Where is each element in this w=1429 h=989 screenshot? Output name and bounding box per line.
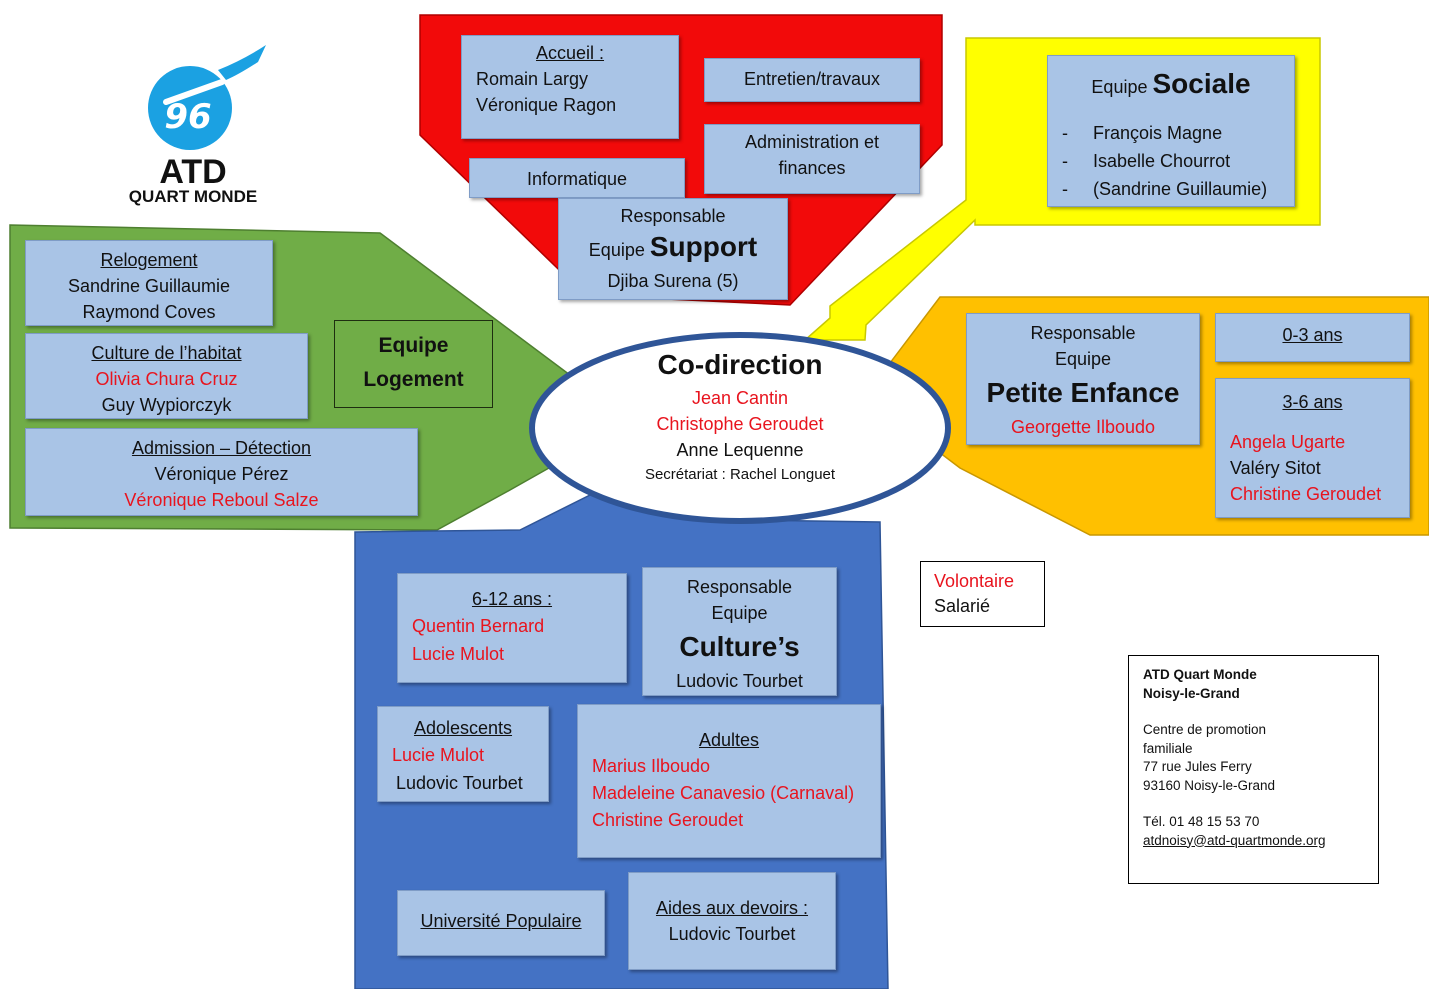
administration-box: Administration et finances [704,124,920,194]
accueil-member: Véronique Ragon [476,95,617,115]
age-3-6-member: Valéry Sitot [1230,458,1321,478]
informatique-label: Informatique [526,169,628,189]
universite-box: Université Populaire [397,890,605,956]
culture-habitat-title: Culture de l’habitat [91,343,242,363]
entretien-box: Entretien/travaux [704,58,920,102]
codirection-member: Christophe Geroudet [656,414,824,434]
cultures-responsable-box: Responsable Equipe Culture’s Ludovic Tou… [642,567,837,696]
age-3-6-member: Angela Ugarte [1230,432,1346,452]
logement-equipe-box: Equipe Logement [334,320,493,408]
adultes-box: Adultes Marius Ilboudo Madeleine Canaves… [577,704,881,858]
accueil-box: Accueil : Romain Largy Véronique Ragon [461,35,679,139]
universite-label: Université Populaire [420,911,582,931]
petite-enfance-responsable-box: Responsable Equipe Petite Enfance George… [966,313,1200,445]
aides-devoirs-box: Aides aux devoirs : Ludovic Tourbet [628,872,836,970]
sociale-equipe-name: Sociale [1152,68,1251,99]
contact-street: 77 rue Jules Ferry [1143,759,1252,774]
adultes-title: Adultes [698,730,760,750]
sociale-member: Isabelle Chourrot [1093,151,1231,171]
petite-enfance-equipe-name: Petite Enfance [986,377,1180,408]
admission-title: Admission – Détection [131,438,312,458]
aides-devoirs-member: Ludovic Tourbet [668,924,796,944]
aides-devoirs-title: Aides aux devoirs : [655,898,809,918]
codirection-ellipse [529,332,951,524]
atd-logo: 96 ATD QUART MONDE [118,40,268,207]
contact-phone: Tél. 01 48 15 53 70 [1143,814,1260,829]
admission-member: Véronique Reboul Salze [124,490,319,510]
contact-city: Noisy-le-Grand [1143,685,1240,701]
contact-card: ATD Quart Monde Noisy-le-Grand Centre de… [1128,655,1379,884]
admission-member: Véronique Pérez [154,464,289,484]
petite-enfance-manager: Georgette Ilboudo [1010,417,1156,437]
logo-name: ATD [159,153,227,191]
codirection-member: Anne Lequenne [676,440,804,460]
adolescents-box: Adolescents Lucie Mulot Ludovic Tourbet [377,706,549,802]
age-6-12-label: 6-12 ans : [471,589,553,609]
adultes-member: Marius Ilboudo [592,756,711,776]
contact-center: Centre de promotion [1143,722,1267,737]
relogement-member: Sandrine Guillaumie [67,276,231,296]
administration-label: finances [778,158,846,178]
legend-salarie: Salarié [934,596,991,616]
adolescents-member: Ludovic Tourbet [396,773,523,793]
bullet-icon: - [1062,151,1068,171]
administration-label: Administration et [744,132,880,152]
relogement-box: Relogement Sandrine Guillaumie Raymond C… [25,240,273,326]
contact-center: familiale [1143,740,1193,756]
petite-enfance-equipe-word: Equipe [1054,349,1112,369]
cultures-equipe-word: Equipe [711,603,768,623]
bullet-icon: - [1062,179,1068,199]
accueil-title: Accueil : [535,43,605,63]
legend-volontaire: Volontaire [934,571,1015,591]
relogement-title: Relogement [100,250,198,270]
age-3-6-label: 3-6 ans [1282,392,1343,412]
accueil-member: Romain Largy [476,69,589,89]
contact-email-link[interactable]: atdnoisy@atd-quartmonde.org [1143,832,1326,848]
sociale-member: François Magne [1093,123,1223,143]
age-0-3-box: 0-3 ans [1215,313,1410,362]
adultes-member: Madeleine Canavesio (Carnaval) [592,783,855,803]
age-6-12-member: Lucie Mulot [412,644,505,664]
svg-text:96: 96 [164,97,211,137]
sociale-equipe-word: Equipe [1091,77,1148,97]
bullet-icon: - [1062,123,1068,143]
logement-equipe-word: Equipe [378,334,449,357]
logo-subname: QUART MONDE [128,187,258,206]
support-manager: Djiba Surena (5) [607,271,739,291]
support-equipe-name: Support [649,231,758,262]
entretien-label: Entretien/travaux [743,69,881,89]
sociale-box: Equipe Sociale - François Magne - Isabel… [1047,55,1295,207]
cultures-manager: Ludovic Tourbet [676,671,803,691]
culture-habitat-member: Olivia Chura Cruz [95,369,238,389]
culture-habitat-member: Guy Wypiorczyk [101,395,232,415]
codirection: Co-direction Jean Cantin Christophe Gero… [590,345,890,487]
age-6-12-box: 6-12 ans : Quentin Bernard Lucie Mulot [397,573,627,683]
age-3-6-member: Christine Geroudet [1230,484,1382,504]
support-responsable: Responsable [620,206,726,226]
adultes-member: Christine Geroudet [592,810,744,830]
age-0-3-label: 0-3 ans [1282,325,1343,345]
culture-habitat-box: Culture de l’habitat Olivia Chura Cruz G… [25,333,308,419]
petite-enfance-responsable: Responsable [1030,323,1136,343]
codirection-member: Jean Cantin [691,388,789,408]
informatique-box: Informatique [469,158,685,198]
contact-postcode: 93160 Noisy-le-Grand [1143,777,1276,793]
logo-bird-icon: 96 [148,45,266,150]
admission-box: Admission – Détection Véronique Pérez Vé… [25,428,418,516]
support-responsable-box: Responsable Equipe Support Djiba Surena … [558,198,788,300]
adolescents-member: Lucie Mulot [392,745,485,765]
adolescents-title: Adolescents [413,718,513,738]
support-equipe-word: Equipe [588,240,645,260]
cultures-equipe-name: Culture’s [679,631,800,662]
relogement-member: Raymond Coves [82,302,216,322]
codirection-secretariat: Secrétariat : Rachel Longuet [644,466,836,483]
age-3-6-box: 3-6 ans Angela Ugarte Valéry Sitot Chris… [1215,378,1410,518]
sociale-member: (Sandrine Guillaumie) [1093,179,1268,199]
logement-equipe-name: Logement [363,368,464,391]
codirection-title: Co-direction [657,349,823,380]
cultures-responsable: Responsable [686,577,793,597]
contact-org: ATD Quart Monde [1143,667,1257,682]
legend-box: Volontaire Salarié [920,561,1045,627]
age-6-12-member: Quentin Bernard [412,616,545,636]
